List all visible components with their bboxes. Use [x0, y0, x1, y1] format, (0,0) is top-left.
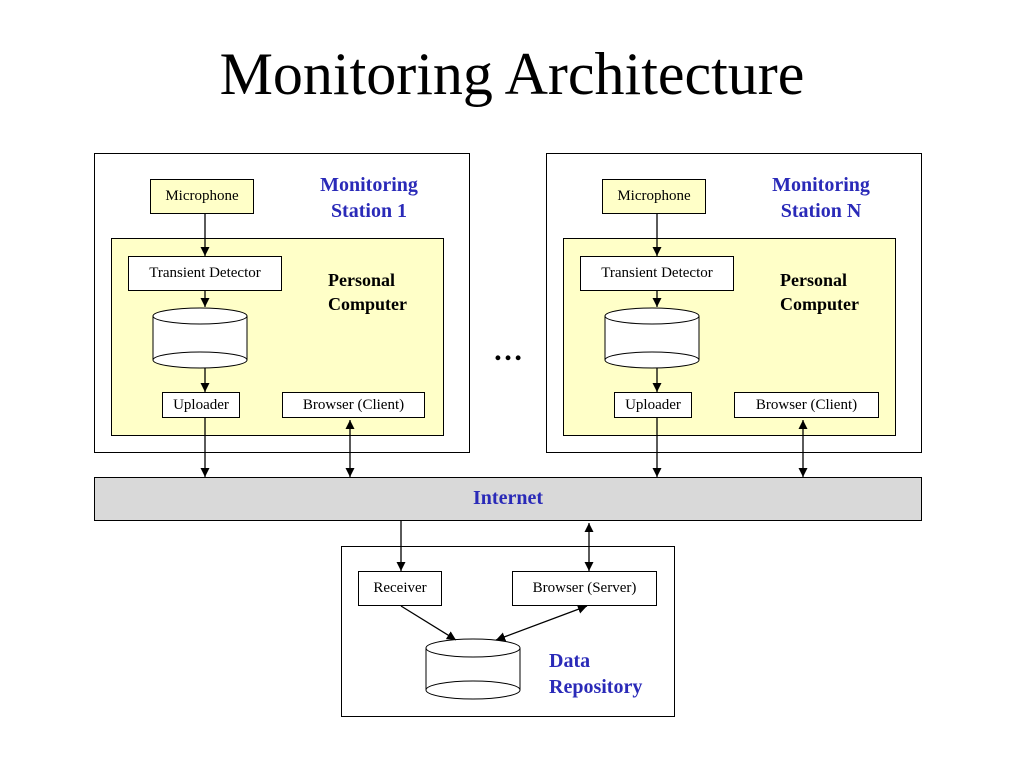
hard-disk-n-label: Hard Disk — [620, 330, 684, 346]
microphone-n: Microphone — [602, 179, 706, 214]
receiver: Receiver — [358, 571, 442, 606]
repository-title-line2: Repository — [549, 676, 643, 698]
station-n-title-line2: Station N — [780, 200, 862, 222]
database-label: Database — [445, 664, 501, 680]
repository-title-line1: Data — [549, 650, 591, 672]
pc-label-n: Personal Computer — [780, 268, 890, 316]
hard-disk-1-label: Hard Disk — [168, 330, 232, 346]
pc-label-1-line2: Computer — [328, 294, 407, 314]
transient-detector-n: Transient Detector — [580, 256, 734, 291]
microphone-1: Microphone — [150, 179, 254, 214]
station-n-title: Monitoring Station N — [752, 172, 890, 224]
uploader-1: Uploader — [162, 392, 240, 418]
repository-title: Data Repository — [549, 648, 669, 700]
station-1-title: Monitoring Station 1 — [300, 172, 438, 224]
station-n-title-line1: Monitoring — [772, 174, 870, 196]
browser-server[interactable]: Browser (Server) — [512, 571, 657, 606]
browser-client-1[interactable]: Browser (Client) — [282, 392, 425, 418]
page-title: Monitoring Architecture — [219, 41, 805, 107]
pc-label-1: Personal Computer — [328, 268, 438, 316]
pc-label-n-line2: Computer — [780, 294, 859, 314]
transient-detector-1: Transient Detector — [128, 256, 282, 291]
station-1-title-line1: Monitoring — [320, 174, 418, 196]
browser-client-n[interactable]: Browser (Client) — [734, 392, 879, 418]
internet-bar: Internet — [94, 477, 922, 521]
pc-label-n-line1: Personal — [780, 270, 847, 290]
more-stations-ellipsis: … — [493, 334, 523, 367]
station-1-title-line2: Station 1 — [330, 200, 408, 222]
uploader-n: Uploader — [614, 392, 692, 418]
pc-label-1-line1: Personal — [328, 270, 395, 290]
